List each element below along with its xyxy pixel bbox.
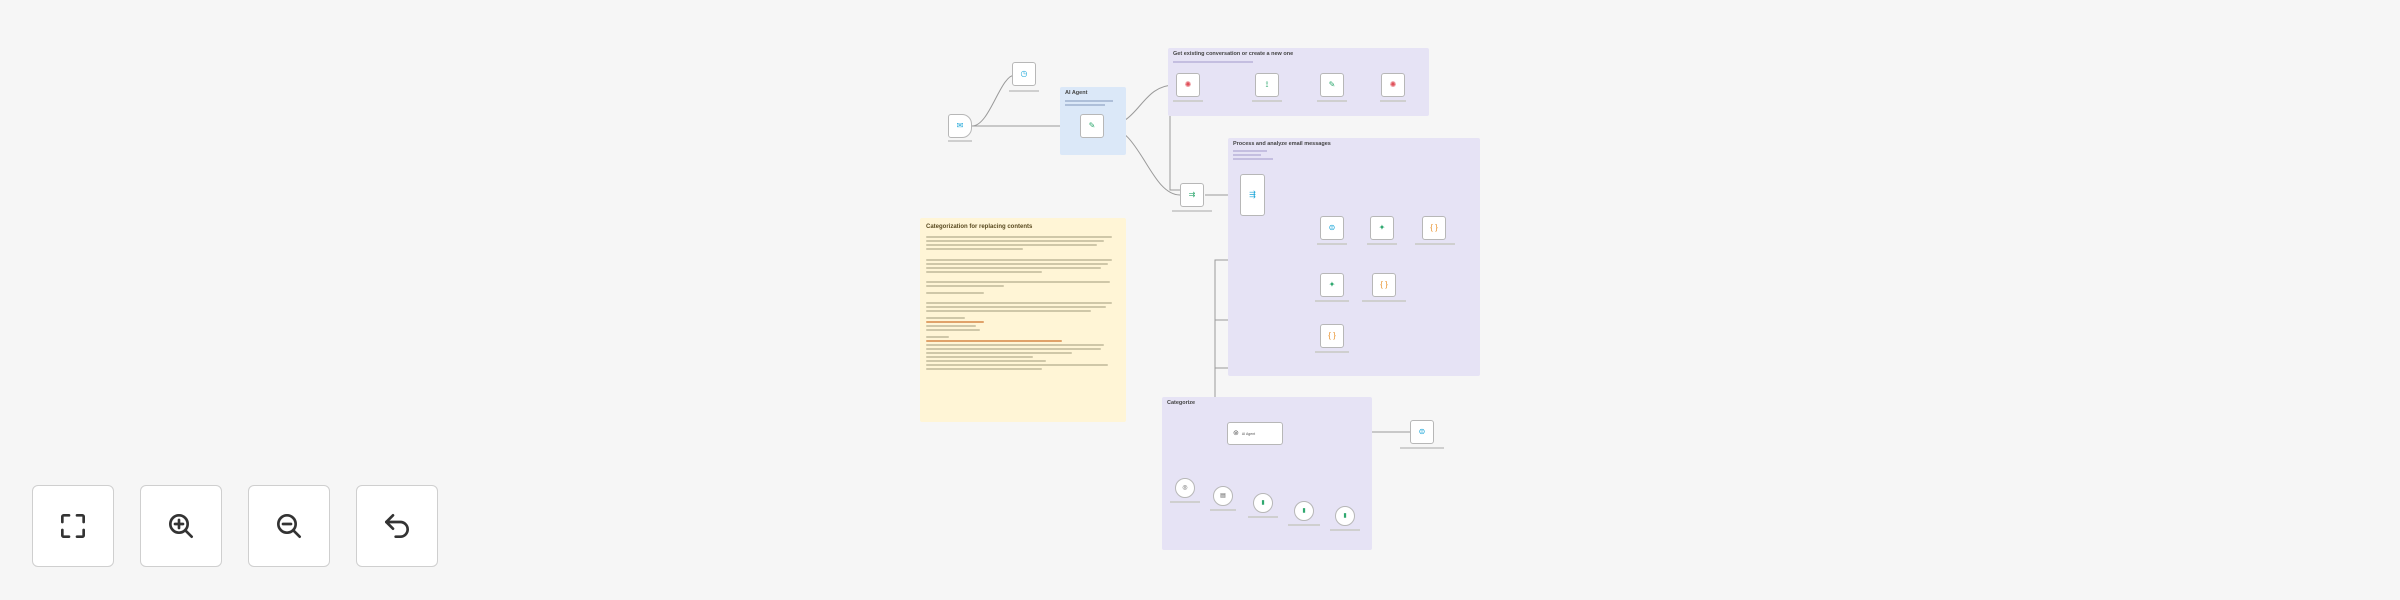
code-node-1[interactable]: { }	[1422, 216, 1446, 240]
node-caption	[1317, 243, 1347, 245]
ai-agent-node[interactable]: ⊚ AI Agent	[1227, 422, 1283, 445]
group-subtitle-line	[1065, 104, 1105, 106]
crm-icon: ✺	[1184, 80, 1192, 89]
zoom-out-button[interactable]	[248, 485, 330, 567]
reset-zoom-button[interactable]	[356, 485, 438, 567]
output-node[interactable]: ⊜	[1410, 420, 1434, 444]
node-caption	[1317, 100, 1347, 102]
ai-analyze-node-2[interactable]: ✦	[1320, 273, 1344, 297]
chat-model-subnode[interactable]: ◎	[1175, 478, 1195, 498]
tool-subnode-3[interactable]: ▮	[1335, 506, 1355, 526]
clock-icon: ◷	[1020, 69, 1028, 78]
group-title: AI Agent	[1065, 90, 1088, 96]
sticky-title: Categorization for replacing contents	[926, 224, 1033, 230]
email-node[interactable]: ⊜	[1320, 216, 1344, 240]
merge-icon: ⇉	[1188, 190, 1196, 199]
pencil-icon: ✎	[1088, 121, 1096, 130]
memory-subnode[interactable]: ▤	[1213, 486, 1233, 506]
node-caption	[1288, 524, 1320, 526]
crm-create-node[interactable]: ✺	[1381, 73, 1405, 97]
database-icon: ▮	[1261, 500, 1265, 506]
tool-subnode-1[interactable]: ▮	[1253, 493, 1273, 513]
crm-if-node[interactable]: ⟟	[1255, 73, 1279, 97]
node-caption	[1380, 100, 1406, 102]
envelope-icon: ✉	[956, 121, 964, 130]
sticky-note[interactable]: Categorization for replacing contents	[920, 218, 1126, 422]
edit-fields-node[interactable]: ✎	[1080, 114, 1104, 138]
tool-subnode-2[interactable]: ▮	[1294, 501, 1314, 521]
group-subtitle-line	[1173, 61, 1253, 63]
group-frame-categorize[interactable]: Categorize	[1162, 397, 1372, 550]
branch-icon: ⟟	[1265, 80, 1269, 89]
schedule-trigger-node[interactable]: ◷	[1012, 62, 1036, 86]
node-caption	[1415, 243, 1455, 245]
email-icon: ⊜	[1418, 427, 1426, 436]
ai-agent-label: AI Agent	[1241, 431, 1256, 436]
node-caption	[1315, 300, 1349, 302]
group-subtitle-line	[1065, 100, 1113, 102]
node-caption	[1172, 210, 1212, 212]
robot-icon: ⊚	[1233, 430, 1239, 437]
node-label-line	[1009, 90, 1039, 92]
database-icon: ▮	[1343, 513, 1347, 519]
database-icon: ▮	[1302, 508, 1306, 514]
email-trigger-node[interactable]: ✉	[948, 114, 972, 138]
switch-node[interactable]: ⇶	[1240, 174, 1265, 216]
sticky-body	[926, 236, 1120, 370]
braces-icon: { }	[1380, 280, 1388, 289]
code-node-3[interactable]: { }	[1320, 324, 1344, 348]
group-frame-process[interactable]: Process and analyze email messages	[1228, 138, 1480, 376]
node-caption	[1367, 243, 1397, 245]
zoom-in-button[interactable]	[140, 485, 222, 567]
node-label-line	[948, 140, 972, 142]
node-caption	[1400, 447, 1444, 449]
undo-icon	[385, 514, 409, 538]
zoom-in-icon	[169, 514, 193, 538]
group-title: Get existing conversation or create a ne…	[1173, 51, 1294, 57]
sparkle-icon: ✦	[1328, 280, 1336, 289]
crm-edit-node[interactable]: ✎	[1320, 73, 1344, 97]
node-caption	[1210, 509, 1236, 511]
node-caption	[1173, 100, 1203, 102]
node-caption	[1330, 529, 1360, 531]
group-list	[1233, 150, 1475, 160]
email-icon: ⊜	[1328, 223, 1336, 232]
braces-icon: { }	[1328, 331, 1336, 340]
node-caption	[1170, 501, 1200, 503]
braces-icon: { }	[1430, 223, 1438, 232]
fit-view-button[interactable]	[32, 485, 114, 567]
switch-icon: ⇶	[1249, 190, 1256, 199]
group-title: Categorize	[1167, 400, 1196, 406]
node-caption	[1252, 100, 1282, 102]
crm-get-node[interactable]: ✺	[1176, 73, 1200, 97]
ai-analyze-node[interactable]: ✦	[1370, 216, 1394, 240]
model-icon: ◎	[1182, 485, 1188, 491]
node-caption	[1362, 300, 1406, 302]
fit-view-icon	[61, 514, 85, 538]
merge-node[interactable]: ⇉	[1180, 183, 1204, 207]
pencil-icon: ✎	[1328, 80, 1336, 89]
group-title: Process and analyze email messages	[1233, 141, 1331, 147]
sparkle-icon: ✦	[1378, 223, 1386, 232]
node-caption	[1248, 516, 1278, 518]
memory-icon: ▤	[1220, 493, 1226, 499]
crm-icon: ✺	[1389, 80, 1397, 89]
node-caption	[1315, 351, 1349, 353]
zoom-out-icon	[277, 514, 301, 538]
code-node-2[interactable]: { }	[1372, 273, 1396, 297]
